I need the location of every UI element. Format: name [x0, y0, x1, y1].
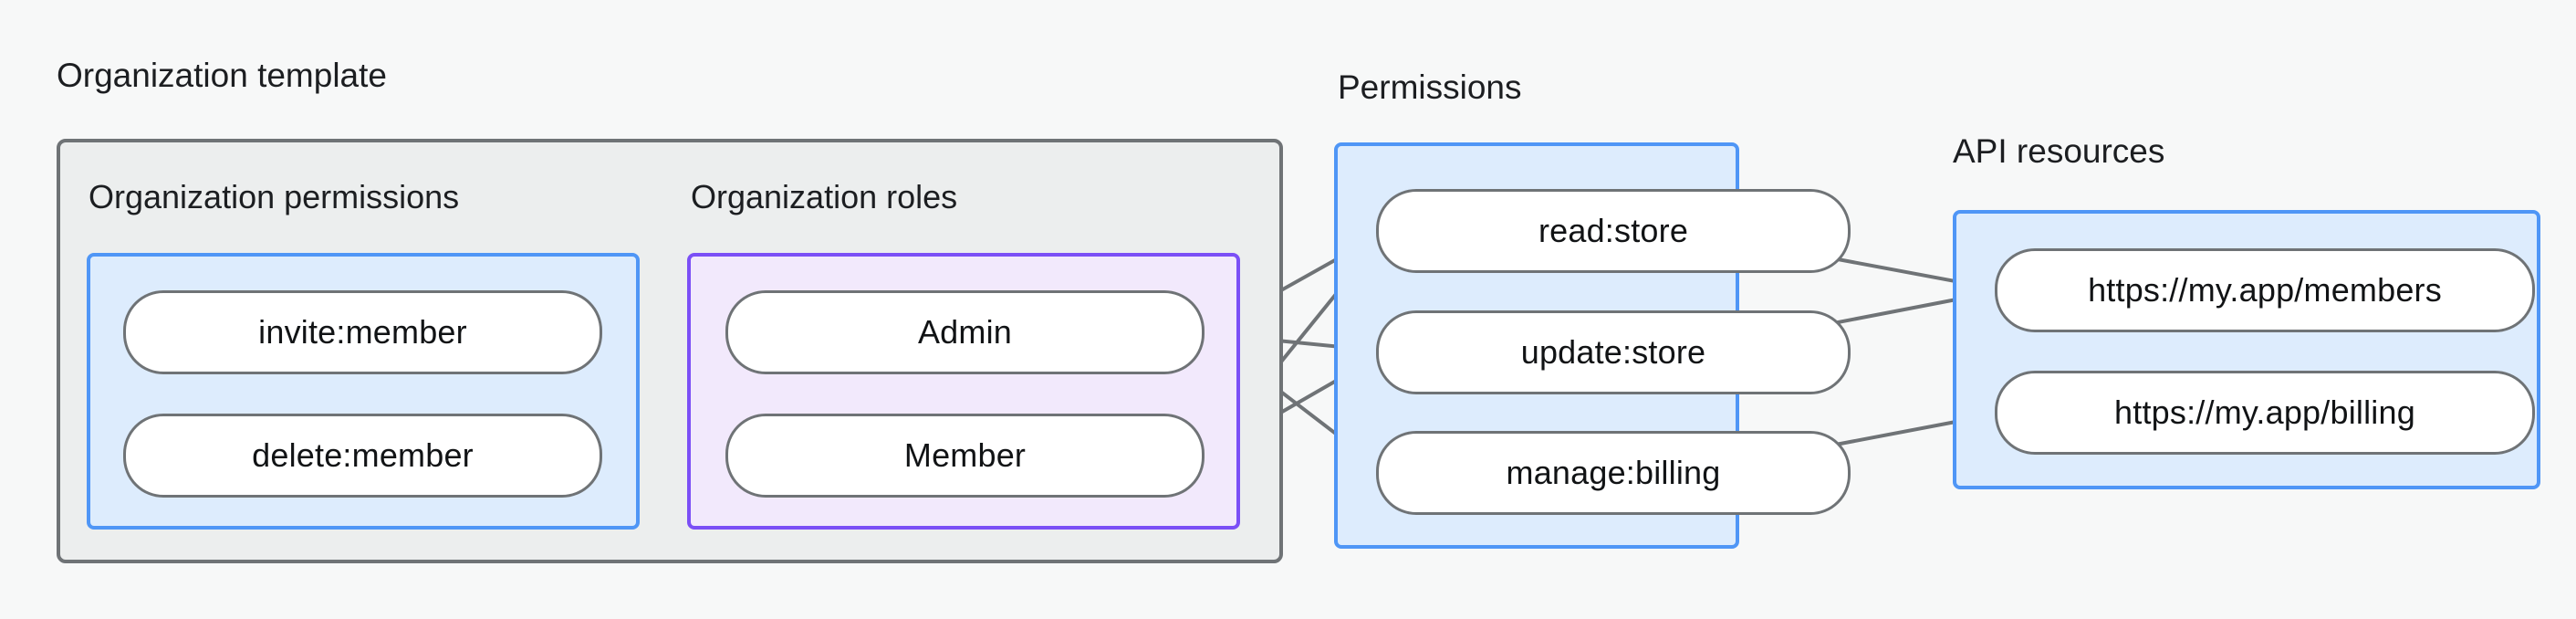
node-permission-update-store[interactable]: update:store	[1376, 310, 1851, 394]
node-api-resource-members[interactable]: https://my.app/members	[1995, 248, 2535, 332]
node-api-resource-billing[interactable]: https://my.app/billing	[1995, 371, 2535, 455]
node-permission-read-store[interactable]: read:store	[1376, 189, 1851, 273]
api-resources-label: API resources	[1953, 132, 2165, 170]
node-delete-member[interactable]: delete:member	[123, 414, 602, 498]
node-role-member[interactable]: Member	[725, 414, 1205, 498]
node-role-admin[interactable]: Admin	[725, 290, 1205, 374]
organization-template-label: Organization template	[57, 57, 387, 94]
node-permission-manage-billing[interactable]: manage:billing	[1376, 431, 1851, 515]
organization-roles-label: Organization roles	[691, 178, 958, 215]
organization-permissions-label: Organization permissions	[89, 178, 460, 215]
node-invite-member[interactable]: invite:member	[123, 290, 602, 374]
permissions-label: Permissions	[1338, 68, 1522, 106]
